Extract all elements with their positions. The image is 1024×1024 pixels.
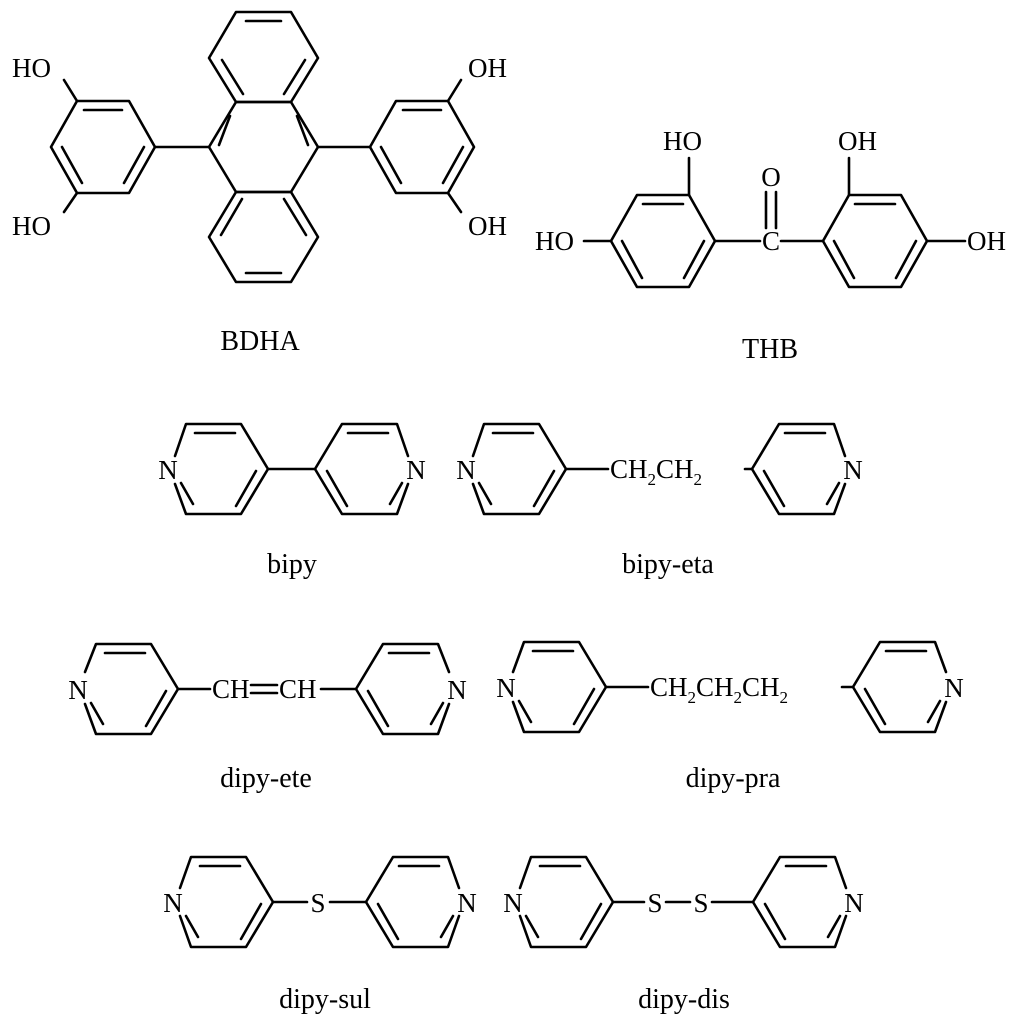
bdha-ho-bottom-left-label: HO <box>12 211 51 241</box>
bipy-eta-caption: bipy-eta <box>622 549 714 580</box>
dipy-dis-sulfur-right-label: S <box>693 888 708 918</box>
thb-ho-top-label: HO <box>663 126 702 156</box>
dipy-sul-structure: N N S dipy-sul <box>163 855 477 1015</box>
bipy-eta-structure: N N CH2CH2 bipy-eta <box>456 422 863 580</box>
dipy-pra-caption: dipy-pra <box>686 763 781 794</box>
thb-ho-left-label: HO <box>535 226 574 256</box>
dipy-dis-structure: N N S S dipy-dis <box>503 855 864 1015</box>
bipy-eta-ch-2: CH <box>656 454 694 484</box>
dipy-pra-sub-3: 2 <box>780 688 789 707</box>
bipy-n-left-label: N <box>158 455 178 485</box>
dipy-ete-ch-left-label: CH <box>212 674 250 704</box>
dipy-pra-propylene-label: CH2CH2CH2 <box>650 672 788 707</box>
bipy-n-right-label: N <box>406 455 426 485</box>
thb-structure: HO OH HO OH O C THB <box>535 126 1006 365</box>
bdha-ho-top-left-label: HO <box>12 53 51 83</box>
dipy-pra-ch-1: CH <box>650 672 688 702</box>
dipy-ete-n-left-label: N <box>68 675 88 705</box>
thb-caption: THB <box>742 334 798 365</box>
dipy-pra-n-right-label: N <box>944 673 964 703</box>
dipy-ete-ch-right-label: CH <box>279 674 317 704</box>
dipy-ete-caption: dipy-ete <box>220 763 312 794</box>
bipy-eta-n-right-label: N <box>843 455 863 485</box>
bipy-eta-ethylene-label: CH2CH2 <box>610 454 702 489</box>
bipy-eta-sub-1: 2 <box>648 470 657 489</box>
dipy-dis-sulfur-left-label: S <box>647 888 662 918</box>
thb-carbonyl-oxygen-label: O <box>761 162 781 192</box>
dipy-ete-n-right-label: N <box>447 675 467 705</box>
dipy-pra-ch-2: CH <box>696 672 734 702</box>
dipy-pra-n-left-label: N <box>496 673 516 703</box>
bipy-caption: bipy <box>267 549 317 580</box>
dipy-ete-structure: N N CH CH dipy-ete <box>68 642 467 794</box>
bdha-oh-bottom-right-label: OH <box>468 211 507 241</box>
dipy-pra-structure: N N CH2CH2CH2 dipy-pra <box>496 640 964 794</box>
dipy-pra-ch-3: CH <box>742 672 780 702</box>
dipy-dis-caption: dipy-dis <box>638 984 730 1015</box>
thb-carbonyl-carbon-label: C <box>762 226 780 256</box>
bipy-structure: N N bipy <box>158 422 426 580</box>
dipy-dis-n-left-label: N <box>503 888 523 918</box>
bipy-eta-n-left-label: N <box>456 455 476 485</box>
dipy-dis-n-right-label: N <box>844 888 864 918</box>
bdha-structure: HO HO OH OH BDHA <box>12 10 507 357</box>
thb-oh-top-label: OH <box>838 126 877 156</box>
bdha-caption: BDHA <box>220 326 300 357</box>
dipy-pra-sub-2: 2 <box>734 688 743 707</box>
dipy-sul-caption: dipy-sul <box>279 984 371 1015</box>
bipy-eta-sub-2: 2 <box>694 470 703 489</box>
dipy-pra-sub-1: 2 <box>688 688 697 707</box>
dipy-sul-sulfur-label: S <box>310 888 325 918</box>
dipy-sul-n-left-label: N <box>163 888 183 918</box>
bdha-oh-top-right-label: OH <box>468 53 507 83</box>
thb-oh-right-label: OH <box>967 226 1006 256</box>
bipy-eta-ch-1: CH <box>610 454 648 484</box>
dipy-sul-n-right-label: N <box>457 888 477 918</box>
